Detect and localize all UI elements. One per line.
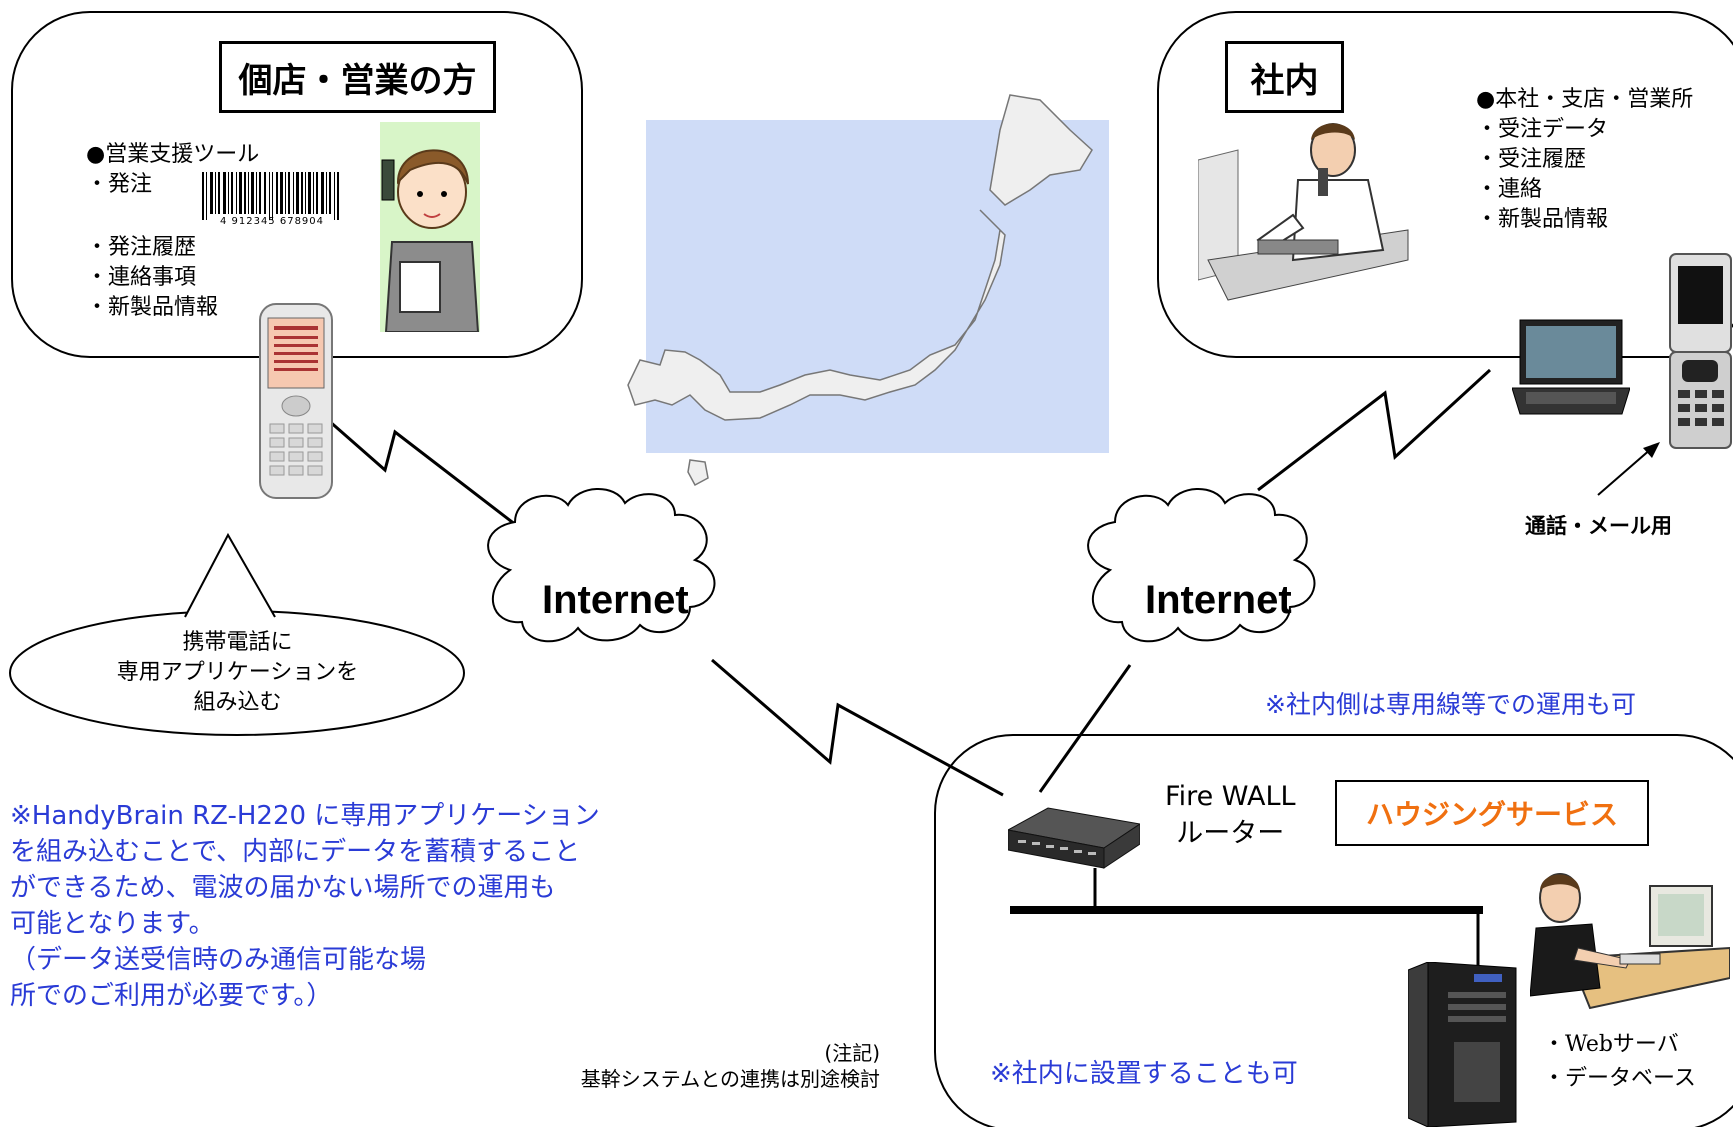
server-icon [1408,962,1520,1127]
handy-terminal-icon [258,302,334,500]
firewall-label-line-2: ルーター [1176,818,1285,849]
housing-panel-frame [934,734,1733,1127]
phone-caption: 通話・メール用 [1525,514,1672,538]
phone-arrow [1597,447,1653,496]
private-line-note: ※社内側は専用線等での運用も可 [1265,690,1636,719]
router-icon [1008,800,1140,870]
speech-line-1: 携帯電話に [182,630,293,655]
office-item-newproduct: ・新製品情報 [1476,207,1609,232]
right-panel-title-text: 社内 [1250,60,1319,101]
office-item-contact: ・連絡 [1476,177,1543,202]
internet-cloud-left [487,488,716,643]
barcode-number: 4 912345 678904 [219,216,325,227]
speech-line-3: 組み込む [193,690,282,715]
handybrain-note-line-6: 所でのご利用が必要です。） [10,981,333,1011]
speech-bubble: 携帯電話に 専用アプリケーションを 組み込む [40,628,435,718]
firewall-label-line-1: Fire WALL [1165,781,1296,812]
office-item-orders: ・受注データ [1476,117,1609,142]
server-items: ・Webサーバ ・データベース [1543,1028,1696,1096]
saleswoman-phone-icon [380,122,480,332]
sales-tool-list-cont: ・発注履歴 ・連絡事項 ・新製品情報 [86,233,218,323]
office-worker-icon [1198,110,1413,310]
remark-text: 基幹システムとの連携は別途検討 [580,1067,880,1091]
sales-item-history: ・発注履歴 [86,235,197,260]
remark-heading: (注記) [824,1041,880,1065]
laptop-icon [1512,318,1630,418]
handybrain-note: ※HandyBrain RZ-H220 に専用アプリケーション を組み込むことで… [10,798,600,1014]
sales-item-notice: ・連絡事項 [86,265,197,290]
office-info-list: ●本社・支店・営業所 ・受注データ ・受注履歴 ・連絡 ・新製品情報 [1476,85,1693,235]
mobile-phone-icon [1668,252,1733,450]
link-laptop-internet [1257,368,1492,492]
right-panel-frame [1157,11,1733,358]
engineer-workstation-icon [1530,868,1730,1018]
link-internet-firewall-right [1038,664,1132,793]
server-item-db: ・データベース [1543,1066,1696,1091]
speech-line-2: 専用アプリケーションを [116,660,359,685]
firewall-router-label: Fire WALL ルーター [1165,778,1296,852]
remark: (注記) 基幹システムとの連携は別途検討 [480,1040,880,1092]
office-heading: ●本社・支店・営業所 [1476,87,1694,112]
left-panel-title-text: 個店・営業の方 [238,60,477,101]
left-panel-title: 個店・営業の方 [219,41,496,113]
handybrain-note-line-2: を組み込むことで、内部にデータを蓄積すること [10,837,581,867]
link-internet-firewall [711,658,1004,797]
server-item-web: ・Webサーバ [1543,1032,1679,1057]
sales-tool-heading: ●営業支援ツール [86,142,260,167]
internet-cloud-right [1087,488,1316,643]
housing-note: ※社内に設置することも可 [990,1059,1298,1089]
sales-tool-list: ●営業支援ツール ・発注 [86,140,259,200]
internet-label-left: Internet [542,578,689,622]
speech-bubble-shape [9,532,465,736]
internet-label-right: Internet [1145,578,1292,622]
link-handy-internet [327,418,517,527]
japan-map-icon [627,94,1093,487]
right-panel-title: 社内 [1225,41,1344,113]
handybrain-note-line-4: 可能となります。 [10,909,215,939]
handybrain-note-line-3: ができるため、電波の届かない場所での運用も [10,873,556,903]
housing-title: ハウジングサービス [1335,780,1649,846]
barcode-icon: 4 912345 678904 [198,172,346,232]
office-item-history: ・受注履歴 [1476,147,1587,172]
housing-title-text: ハウジングサービス [1365,798,1618,831]
handybrain-note-line-5: （データ送受信時のみ通信可能な場 [10,945,427,975]
sales-item-newproduct: ・新製品情報 [86,295,219,320]
sales-item-order: ・発注 [86,172,153,197]
handybrain-note-line-1: ※HandyBrain RZ-H220 に専用アプリケーション [10,801,600,831]
